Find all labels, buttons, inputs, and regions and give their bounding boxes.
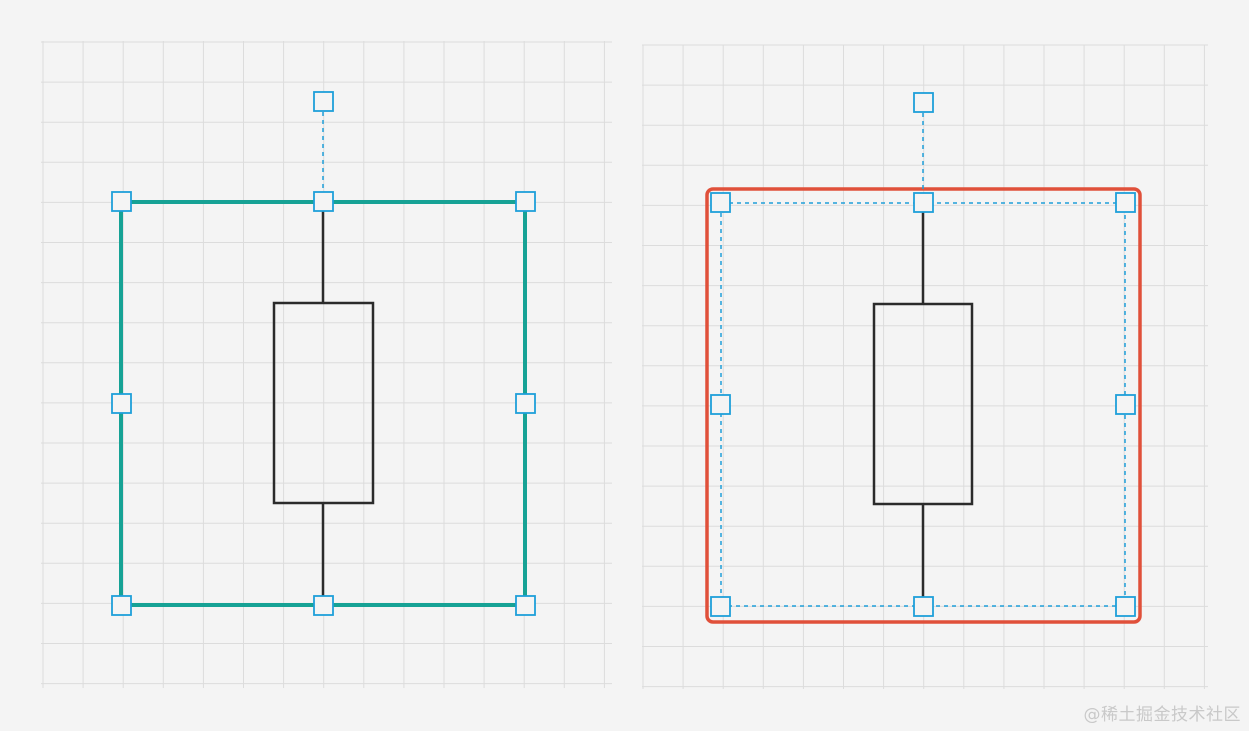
resize-handle-bottom-left-right[interactable] <box>710 596 731 617</box>
component-body-right[interactable] <box>872 302 974 506</box>
resize-handle-top-left-right[interactable] <box>710 192 731 213</box>
rotate-handle-right[interactable] <box>913 92 934 113</box>
resize-handle-bottom-left-left[interactable] <box>111 595 132 616</box>
resize-handle-mid-left-left[interactable] <box>111 393 132 414</box>
resize-handle-bottom-right-right[interactable] <box>1115 596 1136 617</box>
resize-handle-top-left-left[interactable] <box>111 191 132 212</box>
resize-handle-mid-left-right[interactable] <box>710 394 731 415</box>
resize-handle-mid-right-left[interactable] <box>515 393 536 414</box>
left-panel <box>41 41 612 688</box>
rotate-handle-left[interactable] <box>313 91 334 112</box>
grid-right <box>642 44 1208 689</box>
right-panel <box>642 44 1208 689</box>
resize-handle-top-right-left[interactable] <box>515 191 536 212</box>
resize-handle-bottom-mid-right[interactable] <box>913 596 934 617</box>
resize-handle-bottom-right-left[interactable] <box>515 595 536 616</box>
resize-handle-mid-right-right[interactable] <box>1115 394 1136 415</box>
resize-handle-top-right-right[interactable] <box>1115 192 1136 213</box>
watermark: @稀土掘金技术社区 <box>1083 705 1241 725</box>
resize-handle-bottom-mid-left[interactable] <box>313 595 334 616</box>
resize-handle-top-mid-right[interactable] <box>913 192 934 213</box>
resize-handle-top-left-mid[interactable] <box>313 191 334 212</box>
